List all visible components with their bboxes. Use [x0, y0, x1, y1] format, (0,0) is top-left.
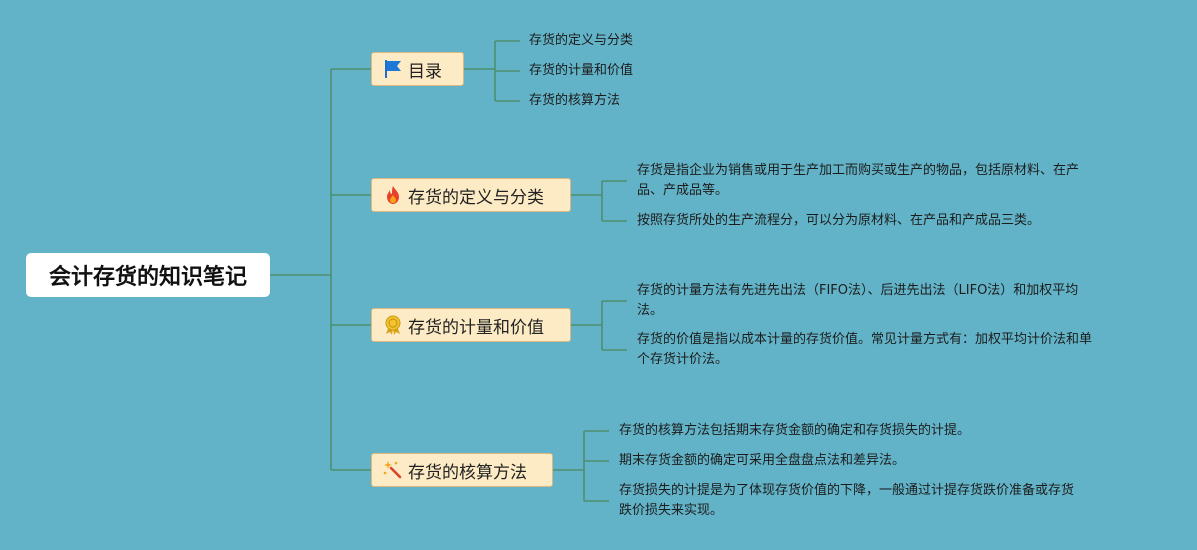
leaf-item: 存货的定义与分类: [529, 33, 634, 48]
leaf-item: 存货的计量方法有先进先出法（FIFO法）、后进先出法（LIFO法）和加权平均法。: [637, 283, 1079, 318]
fire-icon: [382, 184, 404, 206]
leaf-item: 存货的价值是指以成本计量的存货价值。常见计量方式有：加权平均计价法和单个存货计价…: [637, 332, 1093, 367]
root-node[interactable]: 会计存货的知识笔记: [26, 253, 270, 297]
sparkle-wand-icon: [382, 459, 404, 481]
branch-label: 存货的定义与分类: [408, 187, 544, 208]
branch-definition-classification[interactable]: 存货的定义与分类: [371, 178, 571, 212]
leaf-item: 存货损失的计提是为了体现存货价值的下降，一般通过计提存货跌价准备或存货跌价损失来…: [619, 483, 1075, 518]
medal-icon: [382, 314, 404, 336]
leaf-item: 存货是指企业为销售或用于生产加工而购买或生产的物品，包括原材料、在产品、产成品等…: [637, 163, 1080, 198]
leaf-item: 存货的计量和价值: [529, 63, 634, 78]
branch-label: 存货的计量和价值: [408, 317, 544, 338]
leaf-item: 存货的核算方法包括期末存货金额的确定和存货损失的计提。: [619, 423, 971, 438]
leaf-item: 按照存货所处的生产流程分，可以分为原材料、在产品和产成品三类。: [637, 213, 1041, 228]
branch-label: 目录: [408, 61, 442, 82]
leaf-item: 存货的核算方法: [529, 93, 621, 108]
root-title: 会计存货的知识笔记: [48, 265, 247, 290]
flag-icon: [382, 58, 404, 80]
branch-contents[interactable]: 目录: [371, 52, 464, 86]
leaf-item: 期末存货金额的确定可采用全盘盘点法和差异法。: [619, 453, 906, 468]
branch-label: 存货的核算方法: [408, 462, 527, 483]
branch-accounting-methods[interactable]: 存货的核算方法: [371, 453, 553, 487]
branch-measurement-value[interactable]: 存货的计量和价值: [371, 308, 571, 342]
